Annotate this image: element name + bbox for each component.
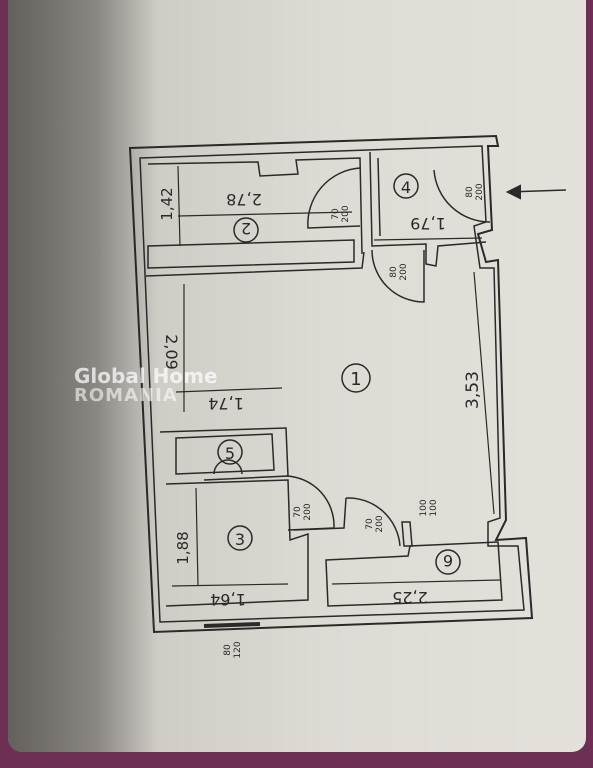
wall-room6-door (401, 521, 413, 547)
room-2-label: 2 (241, 219, 251, 238)
dim-line-2-25 (331, 579, 501, 585)
room-4-label: 4 (401, 178, 411, 197)
door-arc-6 (213, 459, 243, 475)
room-5-label: 5 (225, 444, 235, 463)
door-6-bottom: 100 (429, 499, 439, 516)
room-6-circle (435, 549, 461, 575)
door-2-bottom: 200 (399, 263, 409, 280)
room-1-label: 1 (350, 369, 361, 390)
dim-line-1-88 (195, 487, 199, 587)
window-bar (203, 622, 261, 628)
door-label-2: 80 200 (389, 263, 409, 280)
dim-room3-length: 1,88 (174, 531, 192, 564)
room-6-label: 6 (443, 551, 453, 570)
dim-line-1-74 (175, 387, 283, 393)
dim-room2-length: 2,78 (226, 190, 262, 209)
door-2-top: 80 (389, 266, 399, 278)
door-4-top: 70 (293, 506, 303, 518)
dim-room2-width: 1,42 (158, 187, 176, 220)
watermark: Global Home ROMANIA (74, 366, 218, 406)
door-5-top: 70 (365, 518, 375, 530)
room-2-circle (233, 217, 259, 243)
floorplan-photo: 1 2 3 4 5 6 2,78 1,42 2,09 1,74 3,53 1,7… (8, 0, 586, 752)
door-3-bottom: 200 (475, 183, 485, 200)
wall-room2 (147, 239, 355, 269)
door-label-1: 70 200 (331, 205, 351, 222)
wall-room3 (165, 479, 309, 607)
door-label-5: 70 200 (365, 515, 385, 532)
dim-line-2-78 (177, 211, 353, 217)
watermark-line-2: ROMANIA (74, 385, 178, 406)
room-5-circle (217, 439, 243, 465)
dim-line-1-64 (171, 583, 289, 587)
dim-room6-length: 2,25 (392, 588, 428, 607)
dim-line-1-42 (177, 165, 181, 247)
dim-line-3-53 (473, 271, 495, 515)
door-label-6: 100 100 (419, 499, 439, 516)
room-3-label: 3 (235, 530, 245, 549)
room-4-circle (393, 173, 419, 199)
dim-room1-width-a: 2,09 (162, 334, 181, 370)
door-1-top: 70 (331, 208, 341, 220)
wall-room2-top (147, 157, 363, 255)
door-4-bottom: 200 (303, 503, 313, 520)
door-arc-5 (345, 497, 401, 547)
door-7-top: 80 (223, 644, 233, 656)
wall-room5 (175, 433, 275, 475)
door-6-top: 100 (419, 499, 429, 516)
door-1-bottom: 200 (341, 205, 351, 222)
door-arc-2 (371, 249, 425, 303)
dim-room4-width: 1,79 (410, 214, 446, 233)
door-3-top: 80 (465, 186, 475, 198)
wall-room1-bottom (159, 427, 289, 481)
outer-wall (128, 134, 534, 634)
room-1-circle (341, 363, 371, 393)
door-label-7: 80 120 (223, 641, 243, 658)
wall-room4-inner (377, 157, 381, 237)
door-7-bottom: 120 (233, 641, 243, 658)
door-5-bottom: 200 (375, 515, 385, 532)
dim-line-1-79 (373, 237, 483, 241)
watermark-line-1: Global Home (74, 364, 218, 388)
wall-partition-1 (145, 251, 365, 277)
door-arc-1 (307, 167, 361, 229)
floor-plan: 1 2 3 4 5 6 2,78 1,42 2,09 1,74 3,53 1,7… (128, 134, 567, 659)
entry-arrow-head (505, 184, 521, 200)
wall-room6 (325, 541, 503, 607)
door-label-3: 80 200 (465, 183, 485, 200)
door-arc-3 (433, 169, 491, 223)
dim-room1-length: 3,53 (463, 371, 483, 409)
photo-shadow (8, 0, 158, 752)
door-label-4: 70 200 (293, 503, 313, 520)
room-3-circle (227, 525, 253, 551)
wall-room4 (369, 151, 487, 267)
dim-room1-width-b: 1,74 (208, 394, 244, 413)
dim-room3-width: 1,64 (210, 590, 246, 609)
door-arc-4 (285, 475, 335, 531)
